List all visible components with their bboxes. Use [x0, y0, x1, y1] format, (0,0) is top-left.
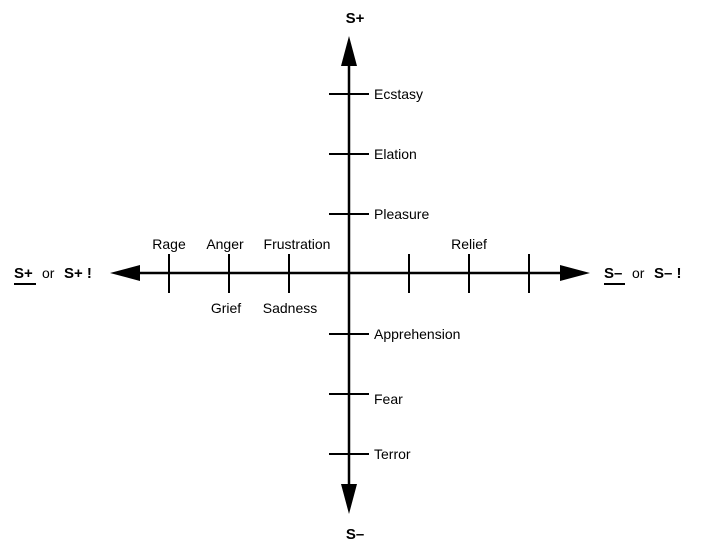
label-grief: Grief: [211, 300, 241, 316]
top-axis-label: S+: [346, 10, 365, 27]
label-relief: Relief: [451, 236, 487, 252]
label-apprehension: Apprehension: [374, 326, 460, 342]
label-terror: Terror: [374, 446, 411, 462]
left-axis-alt: S+ !: [64, 265, 92, 282]
vertical-ticks: [329, 93, 369, 455]
label-fear: Fear: [374, 391, 403, 407]
right-axis-alt: S– !: [654, 265, 682, 282]
label-anger: Anger: [206, 236, 244, 252]
right-axis-connector: or: [632, 265, 645, 281]
horizontal-ticks: [168, 254, 530, 293]
label-rage: Rage: [152, 236, 186, 252]
arrow-down-icon: [341, 484, 357, 514]
arrow-left-icon: [110, 265, 140, 281]
label-sadness: Sadness: [263, 300, 317, 316]
label-pleasure: Pleasure: [374, 206, 429, 222]
arrow-up-icon: [341, 36, 357, 66]
axes: [135, 58, 565, 492]
label-elation: Elation: [374, 146, 417, 162]
left-axis-connector: or: [42, 265, 55, 281]
bottom-axis-label: S–: [346, 526, 364, 543]
arrow-right-icon: [560, 265, 590, 281]
right-axis-term: S–: [604, 265, 622, 282]
label-ecstasy: Ecstasy: [374, 86, 423, 102]
label-frustration: Frustration: [264, 236, 331, 252]
left-axis-term: S+: [14, 265, 33, 282]
arrowheads: [110, 36, 590, 514]
